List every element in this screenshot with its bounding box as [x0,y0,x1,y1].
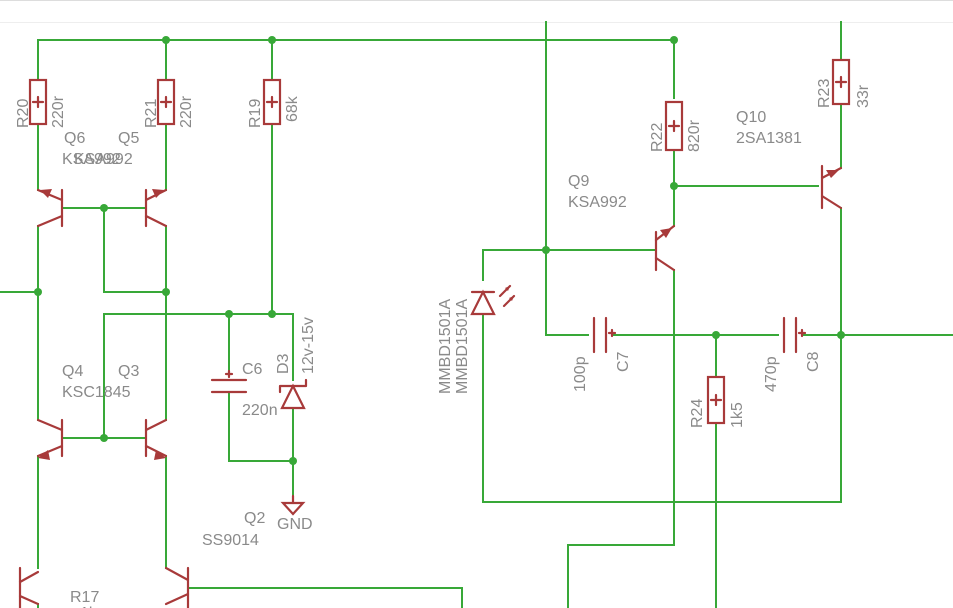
ground-symbol[interactable]: GND [277,494,313,533]
transistor-q6[interactable]: Q6 KSA992 [36,130,121,228]
resistor-r22[interactable]: R22 820r [649,100,703,152]
r22-ref-label: R22 [649,123,666,152]
r21-value-label: 220r [178,95,195,128]
c6-ref-label: C6 [242,361,263,378]
c8-ref-label: C8 [805,351,822,372]
r24-value-label: 1k5 [729,402,746,428]
resistor-r21[interactable]: R21 220r [143,78,195,128]
transistor-q3[interactable]: Q3 [118,363,168,460]
q3-ref-label: Q3 [118,363,139,380]
q5-value-label: KSA992 [74,151,133,168]
resistor-r19[interactable]: R19 68k [247,78,301,128]
r17-ref-label: R17 [70,589,99,606]
q4-ref-label: Q4 [62,363,83,380]
transistor-q9[interactable]: Q9 KSA992 [568,173,676,272]
q2-value-label: SS9014 [202,532,259,549]
d3-ref-label: D3 [275,353,292,374]
q4-value-label: KSC1845 [62,384,131,401]
q2-ref-label: Q2 [244,510,265,527]
q9-value-label: KSA992 [568,194,627,211]
transistor-q4[interactable]: Q4 KSC1845 [36,363,131,460]
r21-ref-label: R21 [143,99,160,128]
transistor-bottom-left[interactable] [18,566,40,608]
resistor-r24[interactable]: R24 1k5 [689,375,746,428]
q6-value-label: KSA992 [62,151,121,168]
resistor-r17[interactable]: R17 1k [70,589,99,608]
transistor-bottom-middle[interactable] [164,566,190,608]
r23-value-label: 33r [855,84,872,108]
c8-value-label: 470p [763,356,780,392]
led-part-label-2: MMBD1501A [454,299,471,394]
q5-ref-label: Q5 [118,130,139,147]
r23-ref-label: R23 [816,79,833,108]
r22-value-label: 820r [686,119,703,152]
r20-ref-label: R20 [15,99,32,128]
r17-value-label: 1k [80,605,98,608]
c7-value-label: 100p [572,356,589,392]
capacitor-c6[interactable]: C6 220n [210,361,278,419]
resistor-r20[interactable]: R20 220r [15,78,67,128]
r19-ref-label: R19 [247,99,264,128]
r19-value-label: 68k [284,95,301,122]
d3-value-label: 12v-15v [300,317,317,374]
transistor-q2[interactable]: Q2 SS9014 [202,510,265,549]
wires [0,21,953,608]
transistor-q5[interactable]: Q5 KSA992 [74,130,168,228]
resistor-r23[interactable]: R23 33r [816,58,872,108]
capacitor-c7[interactable]: 100p C7 [572,316,632,392]
capacitor-c8[interactable]: 470p C8 [763,316,822,392]
c7-ref-label: C7 [615,351,632,372]
transistor-q10[interactable]: Q10 2SA1381 [736,109,843,210]
q10-value-label: 2SA1381 [736,130,802,147]
q10-ref-label: Q10 [736,109,766,126]
led-mmbd1501a[interactable]: MMBD1501A MMBD1501A [437,284,516,394]
gnd-label: GND [277,516,313,533]
c6-value-label: 220n [242,402,278,419]
r24-ref-label: R24 [689,399,706,428]
r20-value-label: 220r [50,95,67,128]
led-part-label-1: MMBD1501A [437,299,454,394]
q9-ref-label: Q9 [568,173,589,190]
q6-ref-label: Q6 [64,130,85,147]
zener-diode-d3[interactable]: D3 12v-15v [275,317,317,410]
junctions [34,36,845,465]
